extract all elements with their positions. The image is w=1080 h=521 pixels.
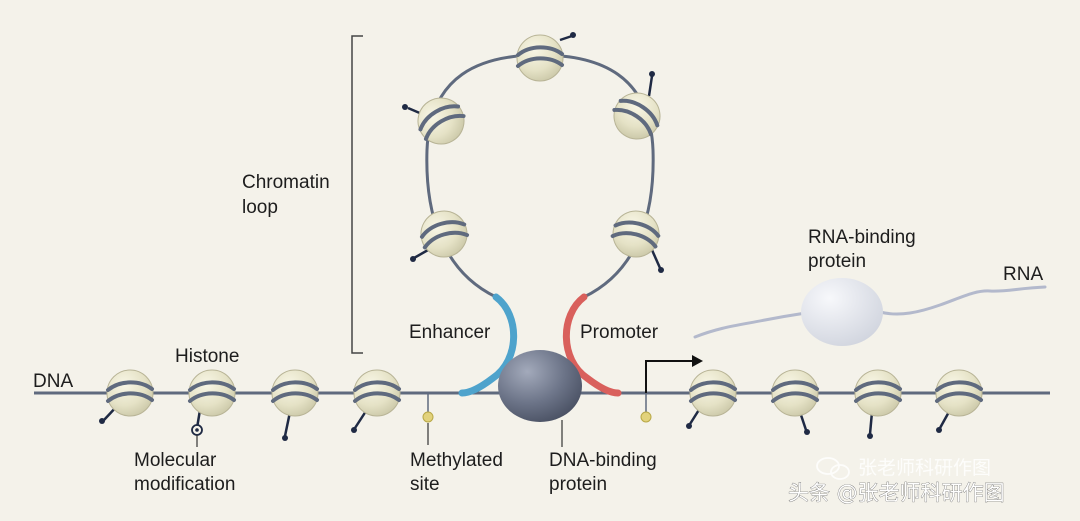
molecular-modification-label-line1: Molecular (134, 450, 217, 471)
loop-histone-lower-left (410, 203, 475, 265)
chromatin-loop-strand (425, 53, 655, 299)
loop-histone-upper-left (402, 87, 475, 155)
watermark: 张老师科研作图 头条 @张老师科研作图 (788, 457, 1005, 505)
histone-8 (934, 368, 984, 433)
promoter-segment (562, 293, 622, 397)
methylated-site-1 (422, 393, 434, 445)
loop-histone-top (515, 32, 576, 83)
histone-label: Histone (175, 346, 239, 367)
chromatin-loop-bracket (351, 35, 363, 354)
watermark-front-text: 头条 @张老师科研作图 (788, 481, 1005, 505)
methylated-site-2 (640, 393, 652, 423)
rna-binding-protein (801, 278, 883, 346)
dna-label: DNA (33, 371, 73, 392)
methylated-site-label-line1: Methylated (410, 450, 503, 471)
chromatin-loop-label-line1: Chromatin (242, 172, 330, 193)
transcription-start-arrow (645, 360, 692, 393)
rna-binding-protein-label-line1: RNA-binding (808, 227, 916, 248)
chromatin-loop-label-line2: loop (242, 197, 278, 218)
histone-5 (686, 368, 738, 429)
rna-label: RNA (1003, 264, 1043, 285)
rna-binding-protein-label-line2: protein (808, 251, 866, 272)
histone-6 (770, 368, 820, 435)
dna-binding-protein (498, 350, 582, 422)
histone-1 (99, 368, 155, 424)
histone-2 (187, 368, 237, 447)
molecular-modification-label-line2: modification (134, 474, 235, 495)
enhancer-segment (458, 293, 518, 397)
promoter-label: Promoter (580, 322, 659, 343)
wechat-icon (816, 457, 850, 480)
methylated-site-label-line2: site (410, 474, 440, 495)
dna-binding-protein-label-line2: protein (549, 474, 607, 495)
enhancer-label: Enhancer (409, 322, 491, 343)
dna-binding-protein-label-line1: DNA-binding (549, 450, 657, 471)
rna-strand (693, 285, 1047, 339)
histone-7 (853, 368, 903, 439)
arrowhead-icon (692, 355, 703, 367)
histone-3 (270, 368, 320, 441)
loop-histone-lower-right (605, 203, 667, 273)
watermark-back-text: 张老师科研作图 (858, 457, 991, 479)
loop-histone-upper-right (602, 71, 672, 151)
histone-4 (351, 368, 402, 433)
